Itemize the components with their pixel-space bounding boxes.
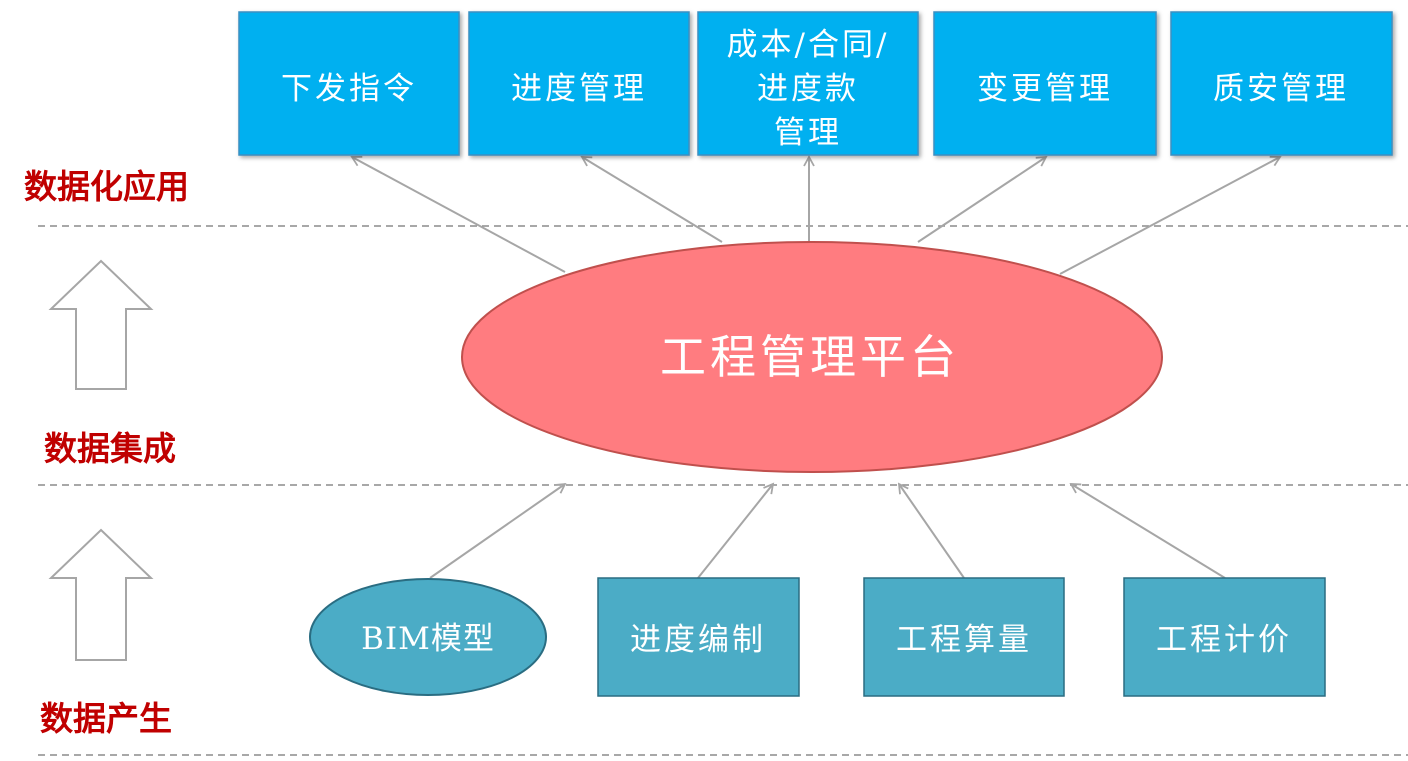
- layer-up-arrow-lower: [48, 528, 154, 661]
- platform-node: 工程管理平台: [461, 241, 1163, 473]
- platform-label: 工程管理平台: [660, 330, 960, 384]
- app-box-2: 进度管理: [468, 11, 690, 156]
- arrow-to-app-1: [350, 155, 566, 273]
- app-box-5-label: 质安管理: [1213, 71, 1349, 107]
- app-box-3: 成本/合同/ 进度款 管理: [697, 11, 919, 156]
- arrow-from-source-4: [1069, 483, 1226, 579]
- arrow-from-source-2: [697, 482, 775, 579]
- arrow-to-app-2: [580, 156, 723, 243]
- arrow-from-source-3: [897, 482, 965, 579]
- source-box-2: 进度编制: [597, 577, 800, 697]
- source-box-2-label: 进度编制: [630, 622, 766, 658]
- layer-label-application: 数据化应用: [24, 167, 189, 206]
- source-box-4-label: 工程计价: [1156, 622, 1292, 658]
- layer-label-generation: 数据产生: [40, 699, 172, 738]
- app-box-4-label: 变更管理: [977, 71, 1113, 107]
- arrow-from-source-1: [429, 482, 567, 579]
- source-node-1-label: BIM模型: [361, 621, 495, 657]
- source-box-3-label: 工程算量: [896, 622, 1032, 658]
- app-box-2-label: 进度管理: [511, 71, 647, 107]
- app-box-5: 质安管理: [1170, 11, 1393, 156]
- arrow-to-app-4: [917, 155, 1048, 243]
- source-node-1: BIM模型: [309, 578, 547, 696]
- app-box-3-label-line-1: 成本/合同/: [727, 27, 890, 63]
- app-box-1: 下发指令: [238, 11, 460, 156]
- layer-up-arrow-upper: [48, 259, 154, 390]
- layer-label-integration: 数据集成: [44, 429, 176, 468]
- source-box-3: 工程算量: [863, 577, 1065, 697]
- arrow-to-app-5: [1059, 155, 1282, 275]
- app-box-4: 变更管理: [933, 11, 1157, 156]
- source-box-4: 工程计价: [1123, 577, 1326, 697]
- app-box-3-label-line-2: 进度款: [757, 71, 859, 107]
- app-box-1-label: 下发指令: [281, 71, 417, 107]
- app-box-3-label-line-3: 管理: [774, 115, 842, 151]
